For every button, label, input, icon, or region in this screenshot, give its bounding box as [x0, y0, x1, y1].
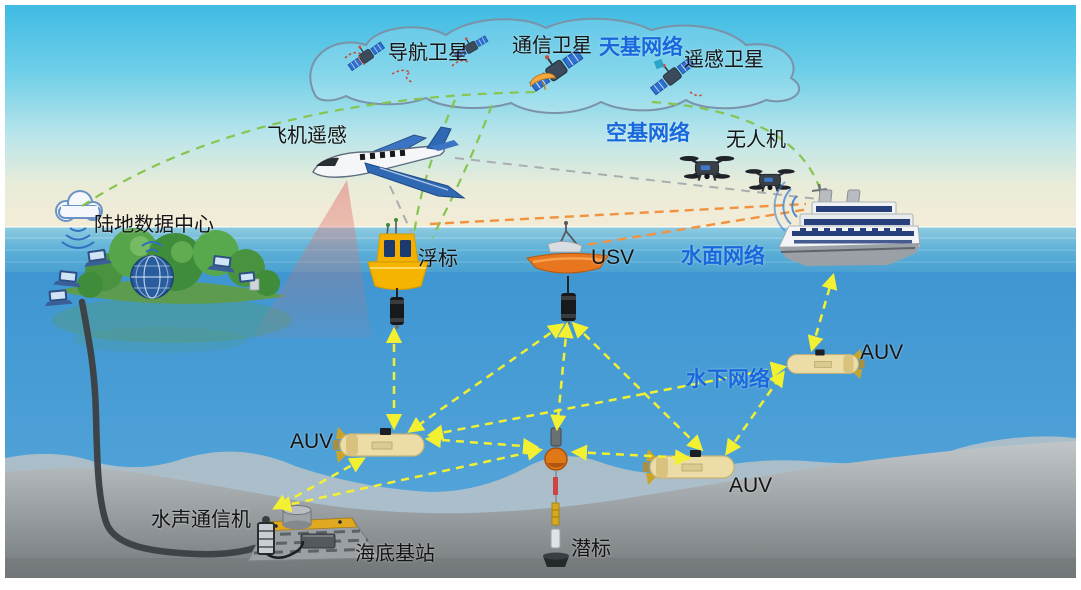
label-uav: 无人机	[726, 129, 786, 151]
label-remote-satellite: 遥感卫星	[684, 49, 764, 71]
signal-squiggles	[344, 51, 705, 97]
cloud-icon	[55, 190, 103, 222]
remote-sensing-satellite-icon	[642, 48, 696, 97]
label-space-network: 天基网络	[599, 36, 683, 59]
submarine-cable	[78, 298, 259, 558]
island-reflection	[52, 297, 292, 343]
radio-links-gray	[389, 157, 819, 239]
acoustic-links-yellow	[272, 272, 838, 513]
ship-signal-arcs-icon	[773, 181, 798, 232]
label-surface-network: 水面网络	[681, 245, 765, 268]
station-transducer	[282, 505, 312, 530]
label-usv: USV	[591, 246, 635, 269]
usv-icon	[526, 221, 609, 325]
satellite-links-green	[81, 90, 823, 239]
label-land-center: 陆地数据中心	[94, 214, 214, 236]
land-data-center	[44, 190, 292, 558]
label-air-network: 空基网络	[606, 122, 690, 145]
buoy-instrument-icon	[390, 297, 404, 329]
comm-satellite-icon	[521, 38, 585, 94]
globe-network-icon	[130, 241, 174, 299]
acoustic-modem-icon	[257, 516, 305, 559]
label-comm-satellite: 通信卫星	[512, 35, 592, 57]
surface-links-orange	[429, 202, 810, 249]
usv-instrument-icon	[561, 293, 576, 325]
label-buoy: 浮标	[418, 248, 458, 270]
label-acoustic-modem: 水声通信机	[151, 509, 251, 531]
satellite-cloud	[309, 17, 800, 114]
aircraft-icon	[252, 126, 466, 338]
ship-icon	[773, 181, 921, 266]
buoy-icon	[367, 218, 429, 329]
label-aircraft-rs: 飞机遥感	[267, 125, 347, 147]
label-mooring: 潜标	[571, 538, 611, 560]
wifi-icon	[61, 227, 95, 249]
label-auv-left: AUV	[290, 430, 334, 453]
label-seabed-station: 海底基站	[355, 543, 435, 565]
label-nav-satellite: 导航卫星	[388, 42, 468, 64]
label-auv-bottom: AUV	[729, 474, 773, 497]
label-auv-right: AUV	[860, 341, 904, 364]
sensor-beam	[252, 180, 372, 338]
station-electronics-box	[300, 533, 336, 549]
label-underwater-network: 水下网络	[686, 368, 770, 391]
laptop-icons	[44, 248, 256, 307]
